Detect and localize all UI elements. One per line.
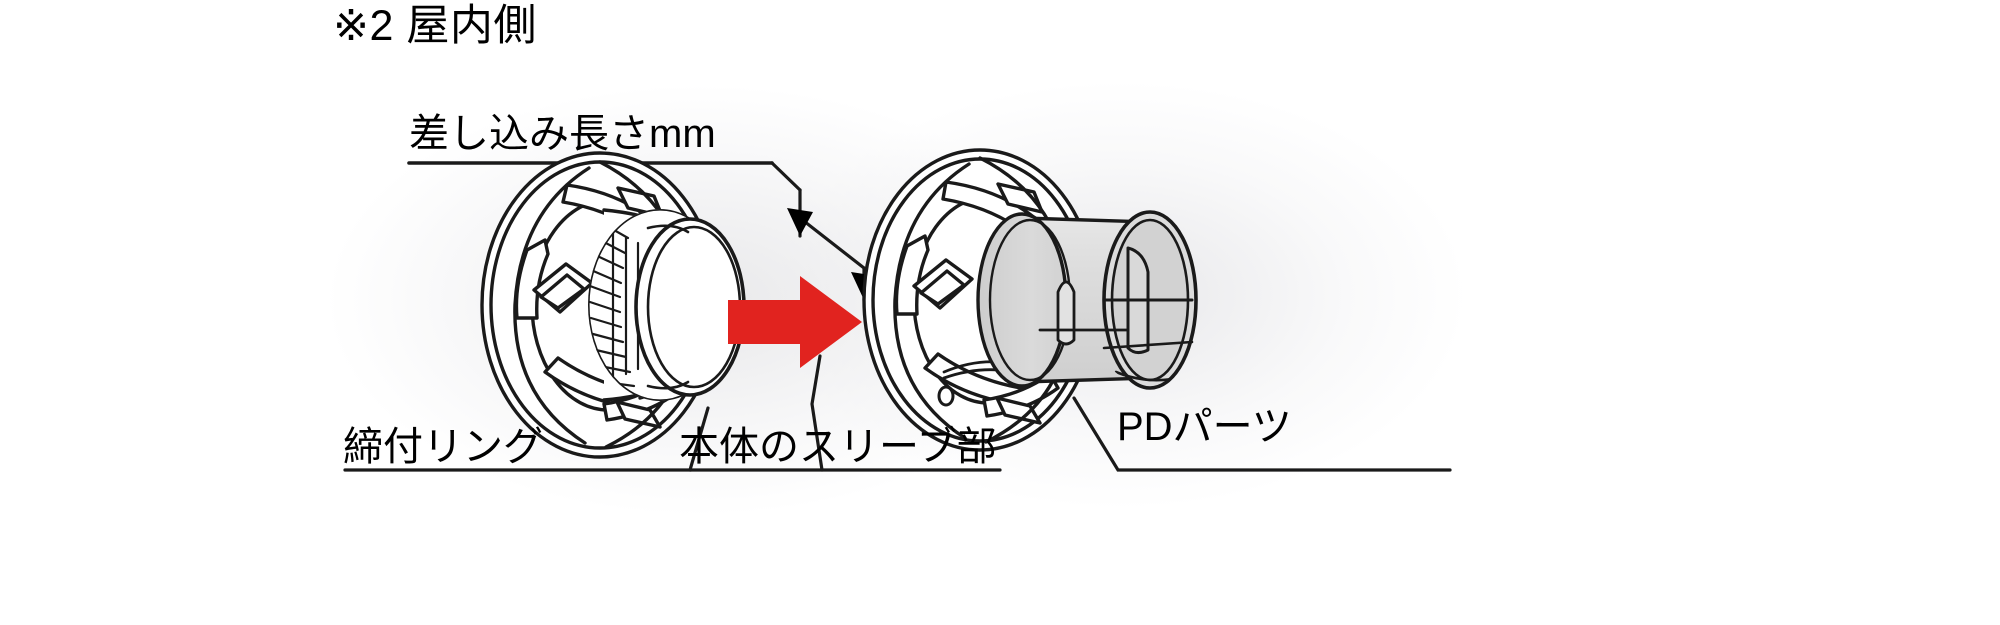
callout-label-body-sleeve: 本体のスリーブ部 [679, 425, 997, 469]
callout-leader-lines [343, 354, 1452, 472]
callout-label-pd-parts: PDパーツ [1117, 405, 1292, 449]
callout-label-tightening-ring: 締付リング [343, 425, 543, 469]
tightening-ring-assembly [480, 151, 746, 459]
page-title: ※2 屋内側 [333, 2, 537, 50]
pd-parts-assembly [862, 148, 1198, 452]
dimension-label: 差し込み長さmm [409, 112, 716, 156]
assembly-direction-arrow [728, 276, 862, 368]
